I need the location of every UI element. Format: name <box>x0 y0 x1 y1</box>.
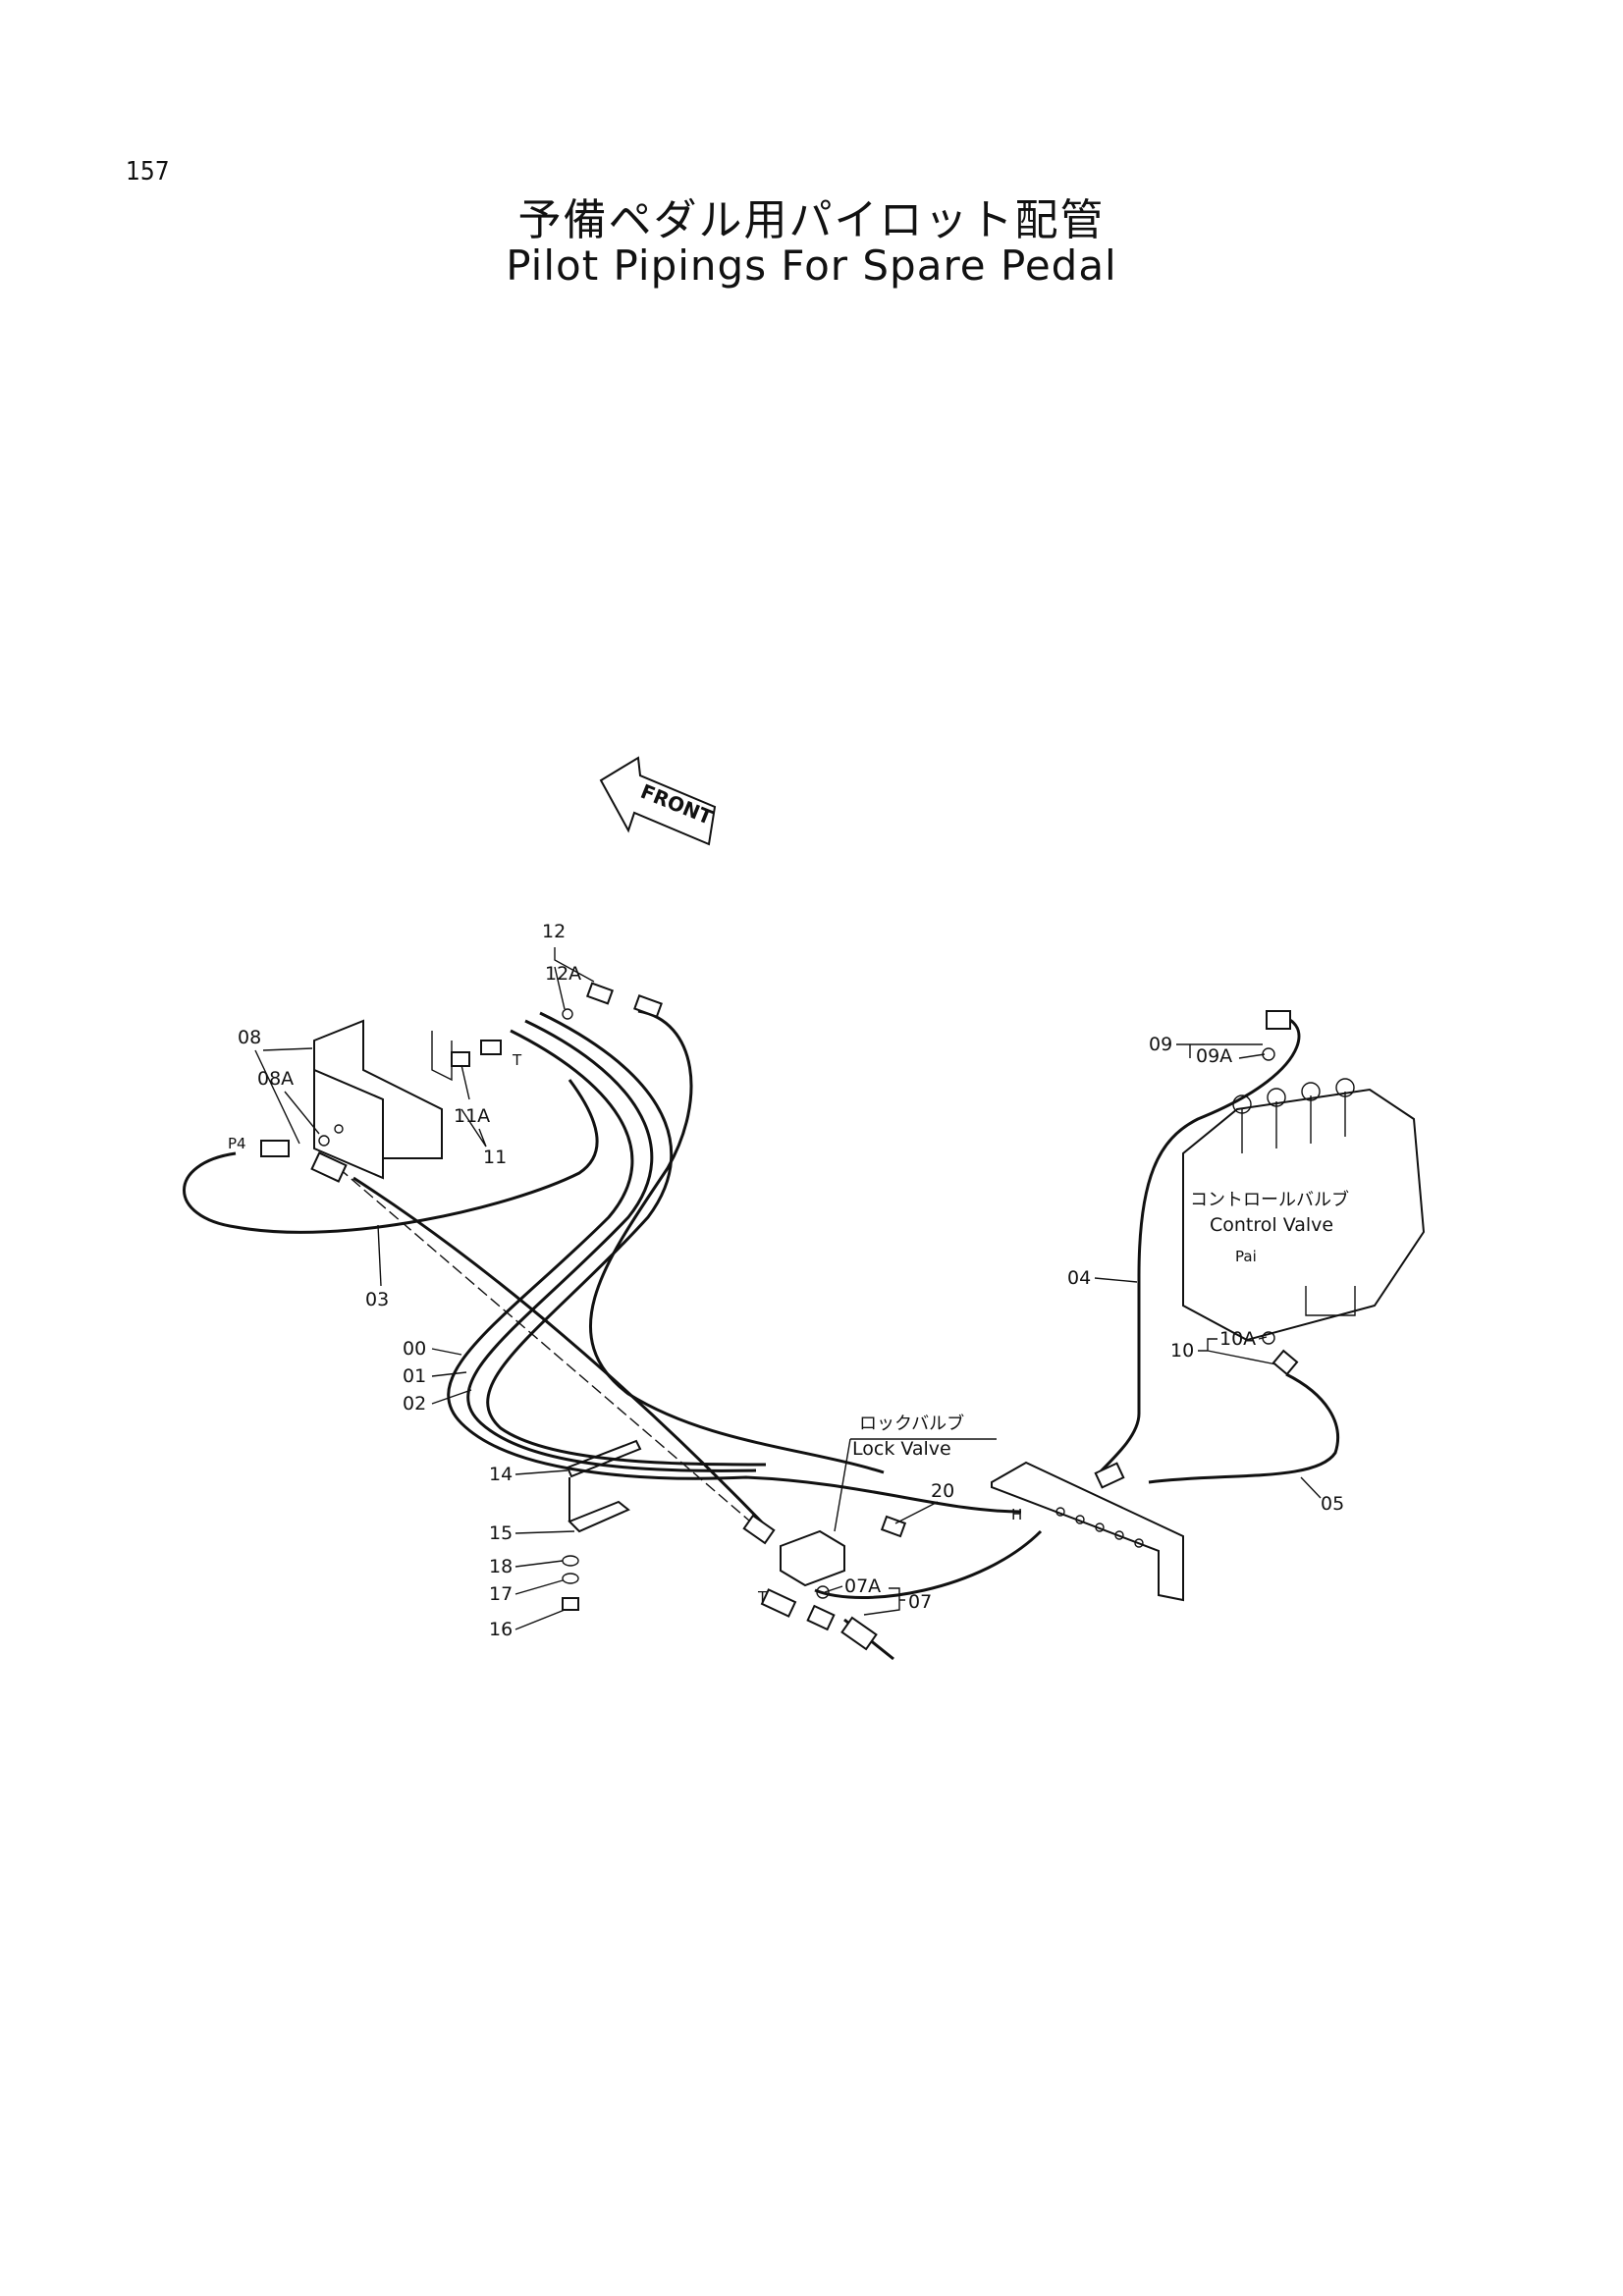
page-number: 157 <box>126 157 170 187</box>
control-valve <box>1182 1078 1426 1342</box>
bracket-plate <box>991 1461 1184 1602</box>
port-label-pa: Pai <box>1235 1248 1257 1265</box>
callout-12: 12 <box>542 921 566 942</box>
callout-04: 04 <box>1067 1267 1091 1289</box>
port-label-h: H <box>1011 1506 1022 1523</box>
callout-05: 05 <box>1321 1493 1344 1515</box>
title-english: Pilot Pipings For Spare Pedal <box>506 241 1117 290</box>
callout-07: 07 <box>908 1591 932 1613</box>
callout-16: 16 <box>489 1619 513 1640</box>
hoses <box>183 1009 1340 1661</box>
front-arrow-label: FRONT <box>637 779 716 829</box>
callout-08: 08 <box>238 1027 261 1048</box>
fittings <box>260 982 1299 1651</box>
callout-03: 03 <box>365 1289 389 1310</box>
callout-15: 15 <box>489 1522 513 1544</box>
callout-10a: 10A <box>1219 1328 1256 1350</box>
callout-10: 10 <box>1170 1340 1194 1362</box>
callout-01: 01 <box>403 1365 426 1387</box>
lock-valve <box>780 1529 845 1587</box>
callout-09a: 09A <box>1196 1045 1232 1067</box>
port-label-t1: T <box>512 1051 522 1069</box>
callout-12a: 12A <box>545 963 581 985</box>
callout-17: 17 <box>489 1583 513 1605</box>
title-japanese: 予備ペダル用パイロット配管 <box>517 195 1106 245</box>
pilot-valve-left <box>313 1019 453 1180</box>
control-valve-label-en: Control Valve <box>1210 1214 1333 1236</box>
callout-02: 02 <box>403 1393 426 1415</box>
port-label-t2: T <box>757 1588 768 1606</box>
callout-18: 18 <box>489 1556 513 1577</box>
callout-09: 09 <box>1149 1034 1172 1055</box>
callout-20: 20 <box>931 1480 954 1502</box>
callout-14: 14 <box>489 1464 513 1485</box>
front-arrow: FRONT <box>599 756 716 846</box>
callout-07a: 07A <box>844 1575 881 1597</box>
callout-11a: 11A <box>454 1105 490 1127</box>
lock-valve-label-en: Lock Valve <box>852 1438 951 1460</box>
callouts: 12 12A 08 08A 11A 11 09 09A 03 04 00 01 … <box>238 921 1344 1640</box>
control-valve-label-jp: コントロールバルブ <box>1190 1189 1349 1210</box>
callout-11: 11 <box>483 1147 507 1168</box>
callout-08a: 08A <box>257 1068 294 1090</box>
lock-valve-label-jp: ロックバルブ <box>859 1413 964 1434</box>
callout-00: 00 <box>403 1338 426 1360</box>
port-label-p4: P4 <box>228 1135 246 1152</box>
